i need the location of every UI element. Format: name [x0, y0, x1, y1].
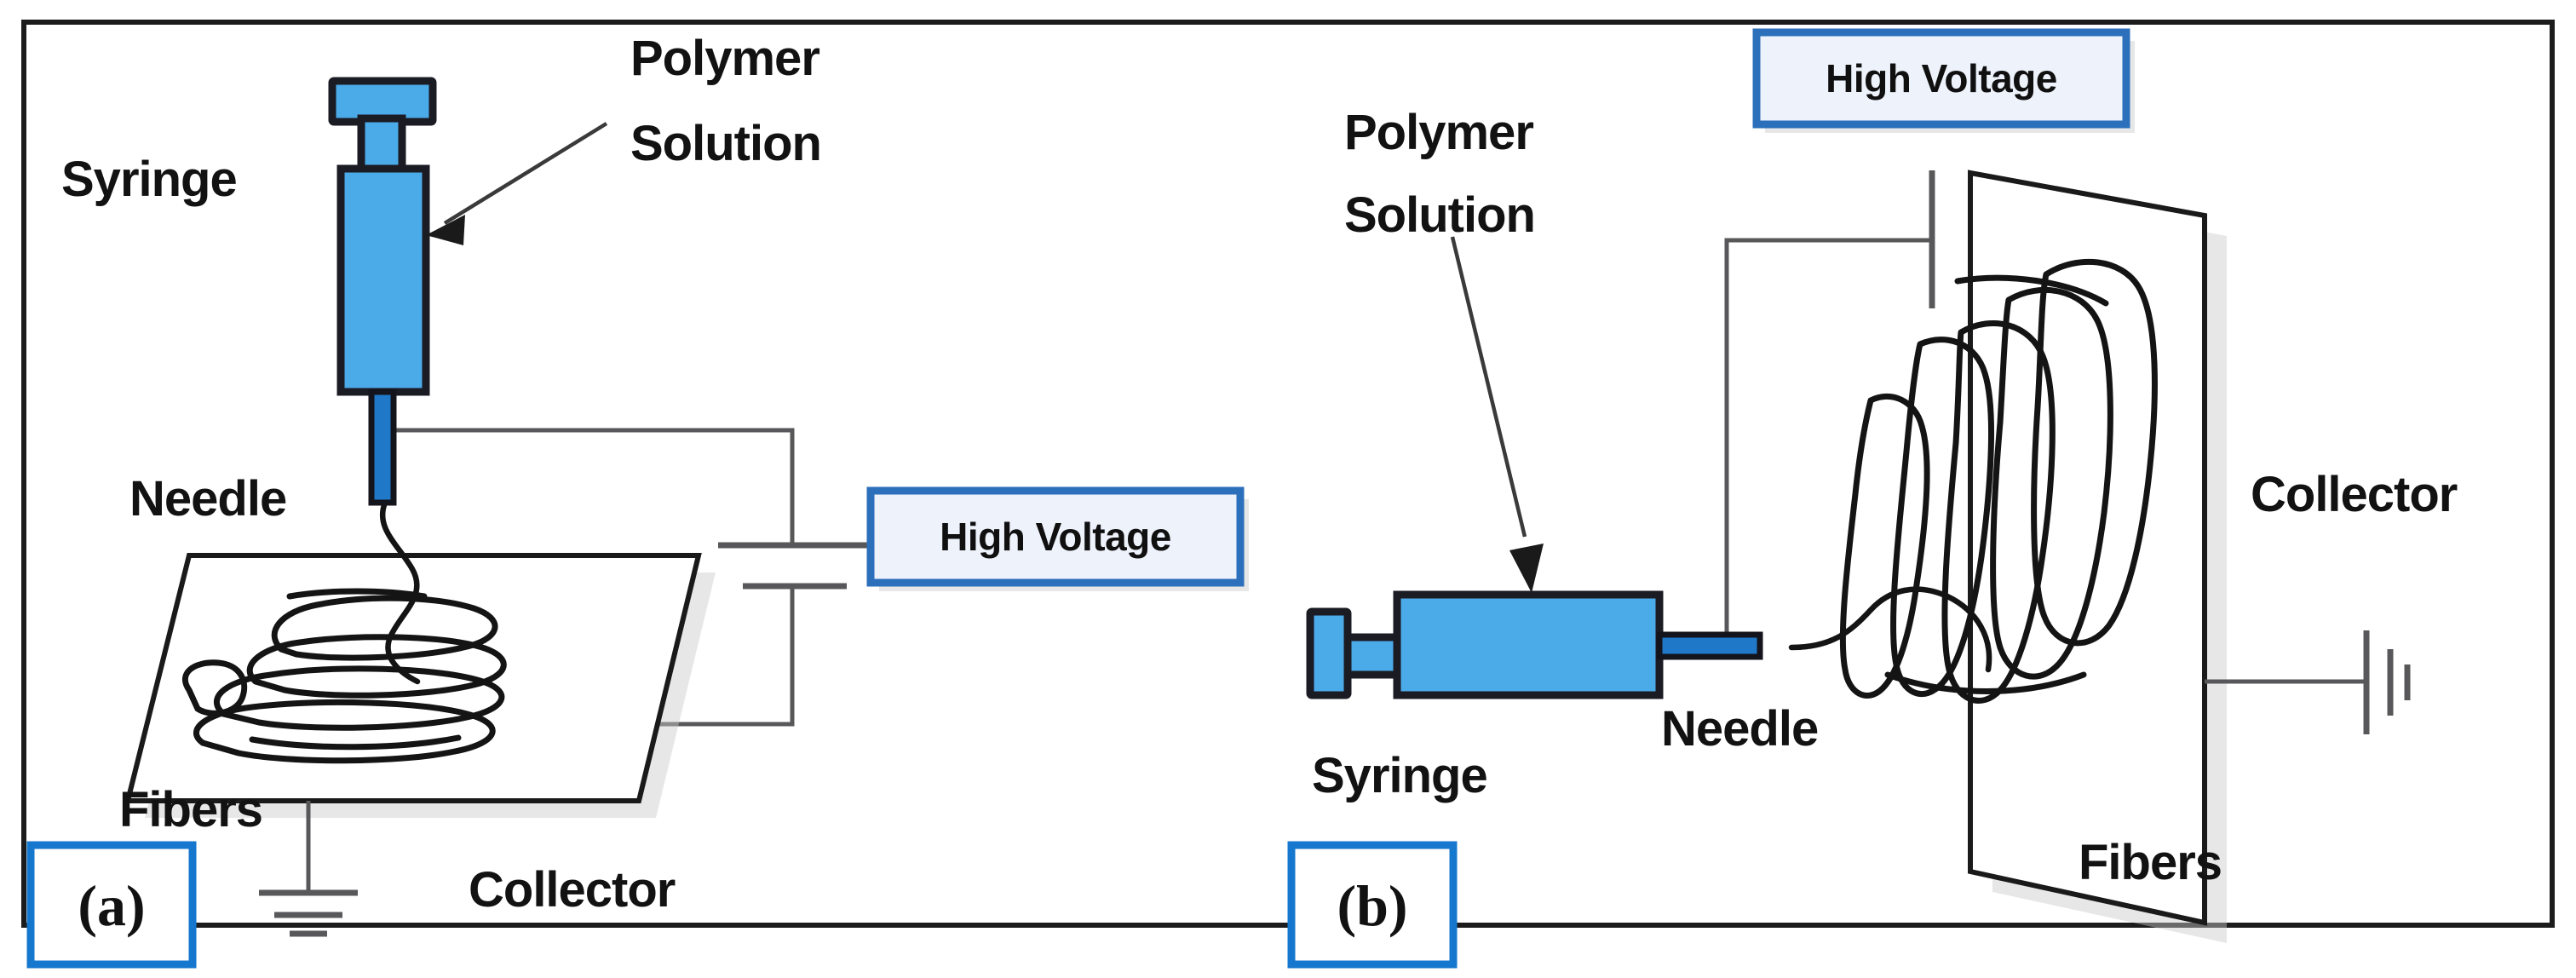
- needle-label-b: Needle: [1661, 701, 1818, 757]
- panel-label-box-a: (a): [26, 841, 197, 969]
- needle-label-a: Needle: [129, 471, 286, 526]
- collector-label-b: Collector: [2251, 467, 2458, 522]
- panel-label-a: (a): [78, 873, 145, 938]
- syringe-plunger-rod-a: [357, 114, 406, 175]
- ground-symbol-b: [2205, 630, 2411, 734]
- fiber-mat-a: [181, 588, 507, 764]
- syringe-a: [328, 77, 437, 506]
- polymer-solution-leader-b: [1450, 236, 1544, 593]
- polymer-solution-arrowhead-b: [1509, 544, 1544, 593]
- panel-label-b: (b): [1337, 873, 1407, 938]
- high-voltage-label-b: High Voltage: [1826, 56, 2057, 101]
- collector-label-a: Collector: [469, 862, 676, 918]
- syringe-barrel-b: [1393, 590, 1664, 699]
- high-voltage-label-a: High Voltage: [940, 515, 1171, 559]
- panel-label-rect-a: [26, 841, 197, 969]
- fiber-mat-b: [1839, 258, 2158, 704]
- needle-a: [368, 388, 397, 506]
- panel-label-rect-b: [1287, 841, 1458, 969]
- fibers-label-a: Fibers: [119, 782, 262, 837]
- ground-symbol-a: [259, 801, 358, 937]
- syringe-barrel-a: [336, 164, 430, 396]
- polymer-solution-arrowhead-a: [426, 215, 465, 245]
- syringe-label-a: Syringe: [61, 152, 237, 207]
- panel-b: High Voltage Polymer Solution Syringe Ne…: [1287, 28, 2458, 969]
- polymer-jet-a: [379, 499, 421, 685]
- wire-needle-to-source: [388, 428, 795, 545]
- high-voltage-box-rect-a: [866, 486, 1245, 587]
- syringe-plunger-flange-b: [1306, 607, 1352, 699]
- panel-a: High Voltage Syringe Polymer Solution Ne…: [26, 31, 1249, 969]
- high-voltage-box-b[interactable]: High Voltage: [1752, 28, 2135, 133]
- high-voltage-box-a[interactable]: High Voltage: [866, 486, 1249, 591]
- syringe-label-b: Syringe: [1312, 748, 1487, 803]
- wire-needle-to-source-b: [1724, 238, 1932, 635]
- polymer-solution-label-a-line2: Solution: [630, 116, 821, 171]
- syringe-b: [1306, 590, 1763, 699]
- polymer-solution-leader-a: [426, 122, 608, 245]
- polymer-solution-label-b-line2: Solution: [1344, 187, 1535, 243]
- high-voltage-box-rect-b: [1752, 28, 2130, 129]
- collector-plate-b: [1968, 170, 2207, 926]
- polymer-solution-label-a-line1: Polymer: [630, 31, 819, 86]
- polymer-solution-label-b-line1: Polymer: [1344, 105, 1533, 160]
- fibers-label-b: Fibers: [2079, 835, 2222, 890]
- panel-label-box-b: (b): [1287, 841, 1458, 969]
- needle-b: [1656, 631, 1763, 660]
- polymer-jet-b: [1788, 586, 1992, 673]
- syringe-plunger-rod-b: [1343, 633, 1405, 679]
